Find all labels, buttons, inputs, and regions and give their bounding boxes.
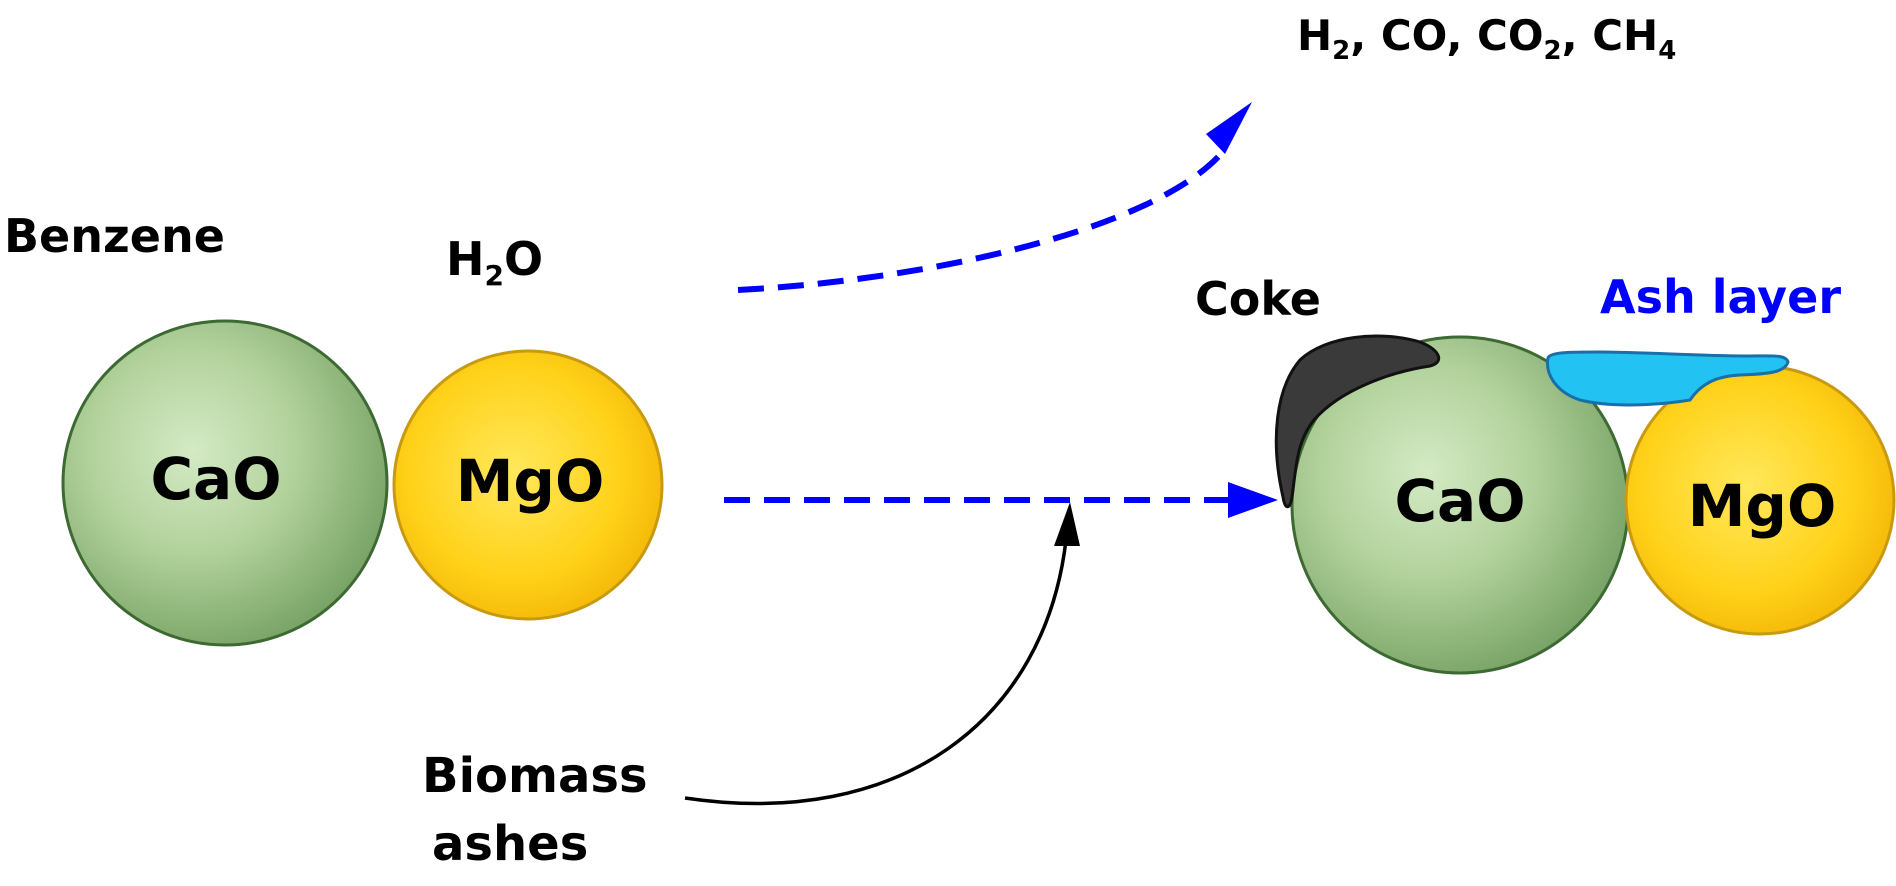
reaction-arrowhead bbox=[1228, 482, 1278, 518]
coke-label: Coke bbox=[1195, 272, 1321, 326]
cao-particle-left bbox=[61, 319, 389, 647]
coke-deposit bbox=[1274, 334, 1441, 509]
cao-label-right: CaO bbox=[1394, 467, 1525, 535]
ash-layer-label: Ash layer bbox=[1600, 270, 1841, 324]
cao-label-left: CaO bbox=[150, 445, 281, 513]
products-arrowhead bbox=[1206, 102, 1252, 154]
products-label: H2, CO, CO2, CH4 bbox=[1297, 11, 1676, 66]
biomass-label: Biomass bbox=[422, 748, 648, 804]
ashes-arrow bbox=[684, 539, 1068, 806]
mgo-label-right: MgO bbox=[1688, 472, 1837, 540]
benzene-label: Benzene bbox=[4, 209, 225, 263]
ashes-arrowhead bbox=[1054, 502, 1080, 546]
mgo-label-left: MgO bbox=[456, 447, 605, 515]
ashes-label: ashes bbox=[432, 816, 588, 872]
ash-layer bbox=[1546, 350, 1790, 407]
water-label: H2O bbox=[446, 232, 543, 292]
mgo-particle-left bbox=[392, 349, 664, 621]
products-arrow bbox=[737, 152, 1223, 293]
